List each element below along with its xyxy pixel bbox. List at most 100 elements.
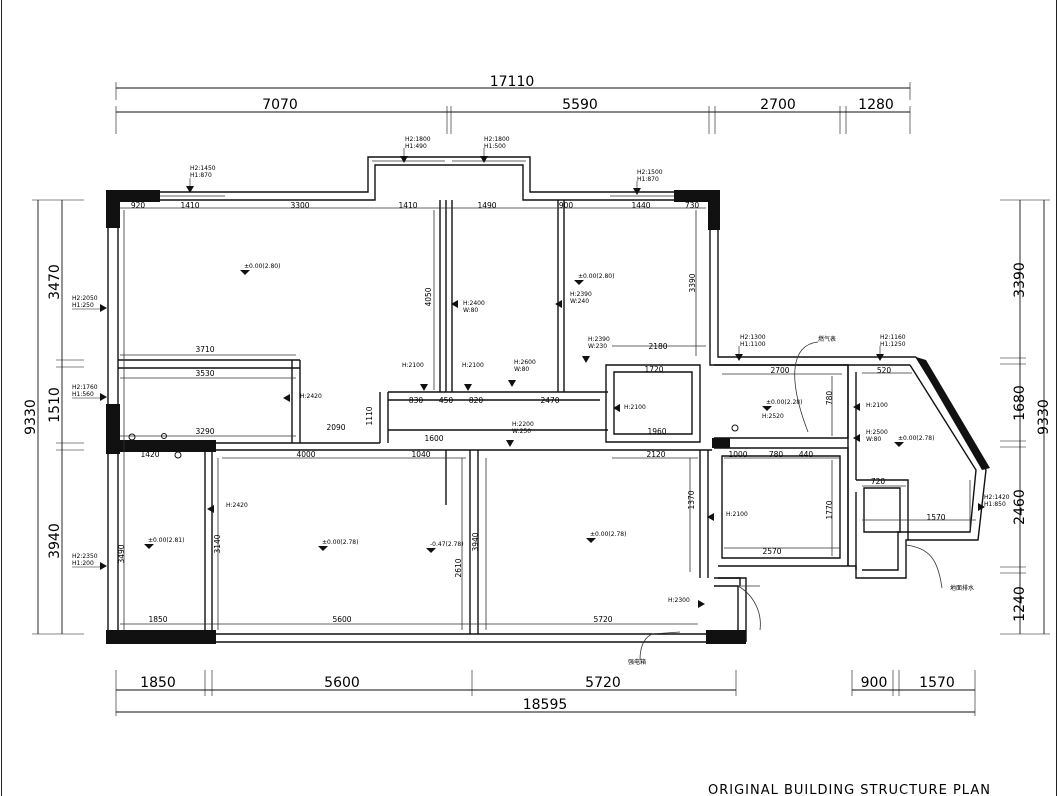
column	[106, 190, 160, 202]
room-dim: 780	[825, 391, 834, 406]
inner-dim: 1850	[148, 615, 167, 624]
dim-left-seg-3: 3940	[47, 523, 63, 559]
level-note: ±0.00(2.80)	[578, 273, 614, 280]
room-dim: 1420	[140, 450, 159, 459]
floor-drain-label: 地面排水	[950, 584, 974, 592]
left-arrow-icon	[207, 505, 214, 513]
window-note: H1:1250	[880, 341, 906, 348]
bottom-dimension-chain: 1850 5600 5720 900 1570 18595	[115, 670, 976, 716]
window-note: H1:870	[190, 172, 212, 179]
left-arrow-icon	[283, 394, 290, 402]
dim-left-total: 9330	[23, 399, 39, 435]
dim-right-seg-4: 1240	[1012, 586, 1028, 622]
left-dimension-chain: 9330 3470 1510 3940	[23, 199, 84, 635]
window-note: H2:1800	[484, 136, 510, 143]
column	[916, 357, 990, 470]
room-dim: 1600	[424, 434, 443, 443]
door-note: W:250	[512, 428, 531, 435]
room-dim: 3710	[195, 345, 214, 354]
level-note: ±0.00(2.78)	[898, 435, 934, 442]
right-arrow-icon	[100, 393, 107, 401]
inner-dim: 1410	[398, 201, 417, 210]
door-note: H:2500	[866, 429, 888, 436]
inner-dim: 900	[559, 201, 574, 210]
level-triangle-icon	[762, 406, 772, 411]
pipe-icon	[731, 424, 739, 432]
left-arrow-icon	[707, 513, 714, 521]
room-dim: 3390	[688, 273, 697, 292]
inner-dim: 3300	[290, 201, 309, 210]
inner-dim: 1440	[631, 201, 650, 210]
dim-right-total: 9330	[1036, 399, 1052, 435]
window-note: H2:1300	[740, 334, 766, 341]
room-dim: 1770	[825, 500, 834, 519]
right-dimension-chain: 9330 3390 1680 2460 1240	[1000, 199, 1052, 635]
left-arrow-icon	[613, 404, 620, 412]
dim-top-total: 17110	[490, 74, 535, 90]
dim-bottom-seg-4: 900	[861, 675, 888, 691]
room-dim: 4050	[424, 287, 433, 306]
dim-top-seg-4: 1280	[858, 97, 894, 113]
door-note: H:2100	[624, 404, 646, 411]
down-arrow-icon	[464, 384, 472, 391]
down-arrow-icon	[876, 354, 884, 361]
down-arrow-icon	[400, 156, 408, 163]
dim-left-seg-1: 3470	[47, 264, 63, 300]
window-note: H1:1100	[740, 341, 766, 348]
level-note: ±0.00(2.78)	[590, 531, 626, 538]
room-dim: 2120	[646, 450, 665, 459]
window-note: H1:870	[637, 176, 659, 183]
right-arrow-icon	[978, 503, 985, 511]
inner-dim: 1410	[180, 201, 199, 210]
dim-top-seg-2: 5590	[562, 97, 598, 113]
room-dim: 1000	[728, 450, 747, 459]
room-dim: 440	[799, 450, 814, 459]
inner-dim: 730	[685, 201, 700, 210]
door-note: H:2100	[462, 362, 484, 369]
dim-top-seg-1: 7070	[262, 97, 298, 113]
down-arrow-icon	[506, 440, 514, 447]
left-arrow-icon	[853, 403, 860, 411]
pipe-icon	[128, 433, 136, 441]
door-note: H:2520	[762, 413, 784, 420]
level-triangle-icon	[894, 442, 904, 447]
down-arrow-icon	[480, 156, 488, 163]
room-dim: 2570	[762, 547, 781, 556]
window-note: H2:1160	[880, 334, 906, 341]
room-dim: 720	[871, 477, 886, 486]
door-note: H:2390	[588, 336, 610, 343]
dim-bottom-seg-5: 1570	[919, 675, 955, 691]
room-dim: 3140	[213, 534, 222, 553]
dim-right-seg-1: 3390	[1012, 262, 1028, 298]
room-dim: 3530	[195, 369, 214, 378]
room-dim: 2180	[648, 342, 667, 351]
dim-right-seg-2: 1680	[1012, 385, 1028, 421]
room-dim: 1110	[365, 406, 374, 425]
door-note: H:2600	[514, 359, 536, 366]
door-note: H:2420	[300, 393, 322, 400]
level-triangle-icon	[144, 544, 154, 549]
right-arrow-icon	[100, 304, 107, 312]
window-note: H1:200	[72, 560, 94, 567]
door-note: W:230	[588, 343, 607, 350]
gas-meter-label: 燃气表	[818, 335, 836, 343]
door-note: H:2100	[402, 362, 424, 369]
window-note: H1:850	[984, 501, 1006, 508]
column	[712, 438, 730, 448]
room-dim: 1370	[687, 490, 696, 509]
dim-bottom-seg-1: 1850	[140, 675, 176, 691]
structural-columns	[106, 190, 990, 644]
room-dim: 2700	[770, 366, 789, 375]
dim-bottom-seg-3: 5720	[585, 675, 621, 691]
room-dim: 1960	[647, 427, 666, 436]
inner-top-dimensions: 920 1410 3300 1410 1490 900 1440 730	[131, 201, 700, 210]
door-note: H:2300	[668, 597, 690, 604]
window-note: H2:1760	[72, 384, 98, 391]
window-note: H2:2050	[72, 295, 98, 302]
left-arrow-icon	[451, 300, 458, 308]
room-dim: 3490	[117, 544, 126, 563]
door-note: W:80	[514, 366, 529, 373]
window-note: H2:1450	[190, 165, 216, 172]
window-note: H1:250	[72, 302, 94, 309]
